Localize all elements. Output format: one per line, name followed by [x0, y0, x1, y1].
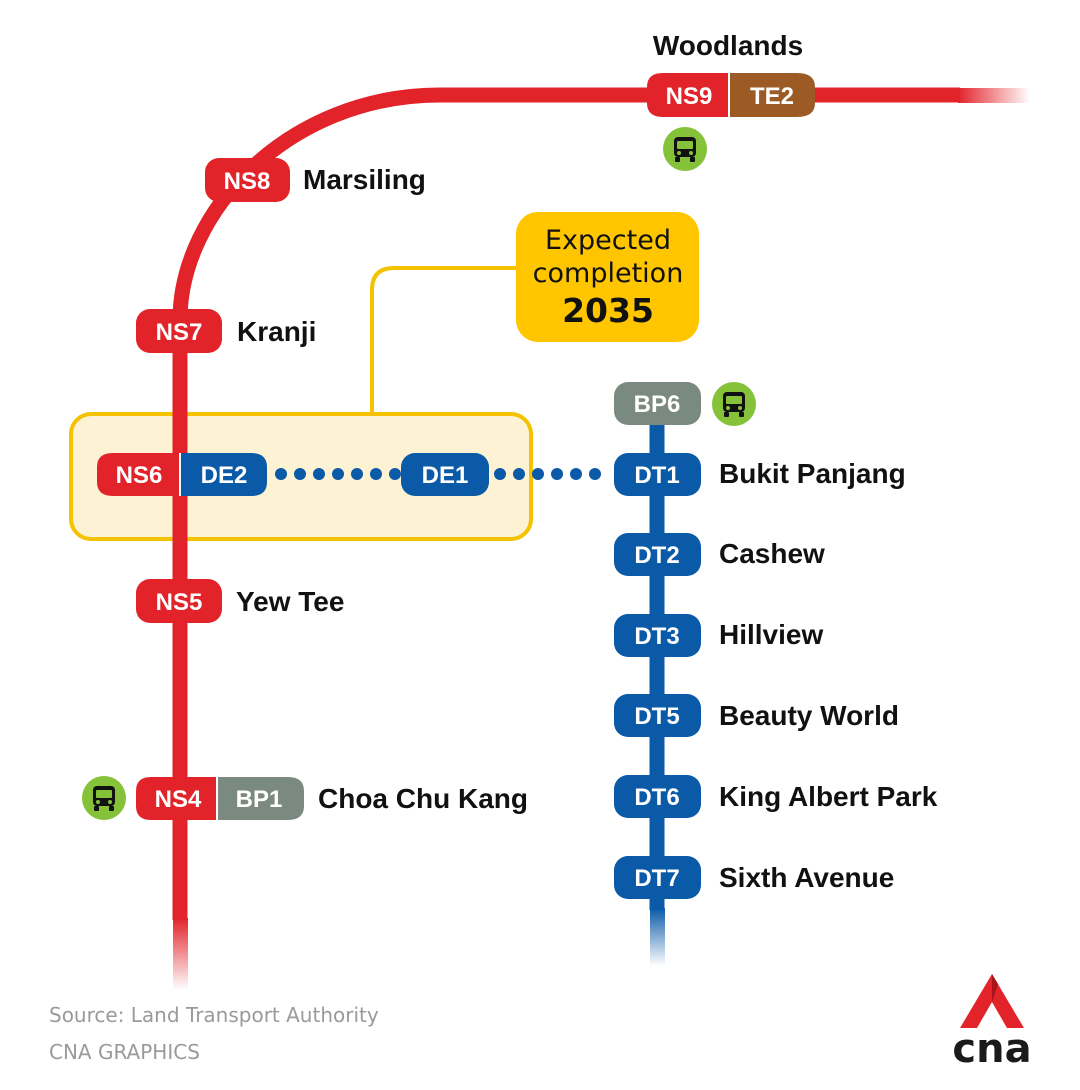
station-name: Marsiling	[303, 164, 426, 195]
code-dt3: DT3	[634, 623, 679, 650]
station-bukit-panjang[interactable]: DT1 Bukit Panjang	[614, 453, 906, 496]
cna-logo: cna	[952, 974, 1032, 1072]
code-ns7: NS7	[156, 319, 203, 346]
code-dt5: DT5	[634, 703, 679, 730]
code-ns6: NS6	[116, 462, 163, 489]
dot	[351, 468, 363, 480]
station-woodlands[interactable]: NS9 TE2 Woodlands	[647, 30, 815, 117]
station-kranji[interactable]: NS7 Kranji	[136, 309, 316, 353]
pill-bp6	[614, 382, 701, 425]
station-name: Woodlands	[653, 30, 803, 61]
dot	[551, 468, 563, 480]
code-dt1: DT1	[634, 462, 679, 489]
station-name: Cashew	[719, 538, 825, 569]
logo-text: cna	[952, 1026, 1031, 1072]
pill-ns8	[205, 158, 290, 202]
dot	[532, 468, 544, 480]
pill-ns7	[136, 309, 222, 353]
pill-dt7	[614, 856, 701, 899]
callout-year: 2035	[562, 291, 654, 330]
pill-dt5	[614, 694, 701, 737]
dot	[275, 468, 287, 480]
pill-ns4	[136, 777, 217, 820]
station-sixth-avenue[interactable]: DT7 Sixth Avenue	[614, 856, 894, 899]
station-hillview[interactable]: DT3 Hillview	[614, 614, 823, 657]
station-ns6-de2[interactable]: NS6 DE2	[97, 453, 267, 496]
callout-line-1: Expected	[545, 225, 671, 256]
station-name: Beauty World	[719, 700, 899, 731]
code-de2: DE2	[201, 462, 248, 489]
station-yew-tee[interactable]: NS5 Yew Tee	[136, 579, 344, 623]
logo-mark-fold	[992, 974, 998, 1002]
code-ns9: NS9	[666, 83, 713, 110]
station-name: Bukit Panjang	[719, 458, 906, 489]
pill-de1	[401, 453, 489, 496]
pill-ns5	[136, 579, 222, 623]
pill-dt2	[614, 533, 701, 576]
code-dt2: DT2	[634, 542, 679, 569]
dot	[513, 468, 525, 480]
dotted-future-line	[275, 468, 601, 480]
station-name: Sixth Avenue	[719, 862, 894, 893]
pill-dt1	[614, 453, 701, 496]
bus-icon	[712, 382, 756, 426]
dot	[494, 468, 506, 480]
code-de1: DE1	[422, 462, 469, 489]
credit-text: CNA GRAPHICS	[49, 1040, 200, 1064]
code-bp6: BP6	[634, 391, 681, 418]
source-text: Source: Land Transport Authority	[49, 1003, 379, 1027]
pill-dt6	[614, 775, 701, 818]
downtown-line	[649, 420, 665, 966]
callout-line-2: completion	[533, 258, 684, 289]
code-dt6: DT6	[634, 784, 679, 811]
code-dt7: DT7	[634, 865, 679, 892]
dot	[332, 468, 344, 480]
bus-icon	[82, 776, 126, 820]
code-ns5: NS5	[156, 589, 203, 616]
ns-line-fade-east	[958, 88, 1030, 103]
station-name: Yew Tee	[236, 586, 344, 617]
code-ns4: NS4	[155, 786, 202, 813]
dt-line-fade-south	[650, 908, 665, 966]
pill-ns6	[97, 453, 180, 496]
station-name: Kranji	[237, 316, 316, 347]
dot	[294, 468, 306, 480]
pill-dt3	[614, 614, 701, 657]
pill-de2	[180, 453, 267, 496]
station-name: King Albert Park	[719, 781, 938, 812]
dot	[389, 468, 401, 480]
code-te2: TE2	[750, 83, 794, 110]
ns-line-fade-south	[173, 918, 188, 990]
callout-box	[516, 212, 699, 342]
station-name: Hillview	[719, 619, 823, 650]
pill-ns9	[647, 73, 729, 117]
dot	[313, 468, 325, 480]
completion-callout: Expected completion 2035	[516, 212, 699, 342]
bus-icon	[663, 127, 707, 171]
pill-te2	[729, 73, 815, 117]
pill-bp1	[217, 777, 304, 820]
station-choa-chu-kang[interactable]: NS4 BP1 Choa Chu Kang	[136, 777, 528, 820]
station-beauty-world[interactable]: DT5 Beauty World	[614, 694, 899, 737]
code-bp1: BP1	[236, 786, 283, 813]
station-name: Choa Chu Kang	[318, 783, 528, 814]
station-marsiling[interactable]: NS8 Marsiling	[205, 158, 426, 202]
code-ns8: NS8	[224, 168, 271, 195]
dot	[370, 468, 382, 480]
station-king-albert-park[interactable]: DT6 King Albert Park	[614, 775, 938, 818]
dot	[589, 468, 601, 480]
callout-connector	[370, 266, 520, 414]
station-de1[interactable]: DE1	[401, 453, 489, 496]
station-cashew[interactable]: DT2 Cashew	[614, 533, 825, 576]
station-bp6[interactable]: BP6	[614, 382, 701, 425]
dot	[570, 468, 582, 480]
